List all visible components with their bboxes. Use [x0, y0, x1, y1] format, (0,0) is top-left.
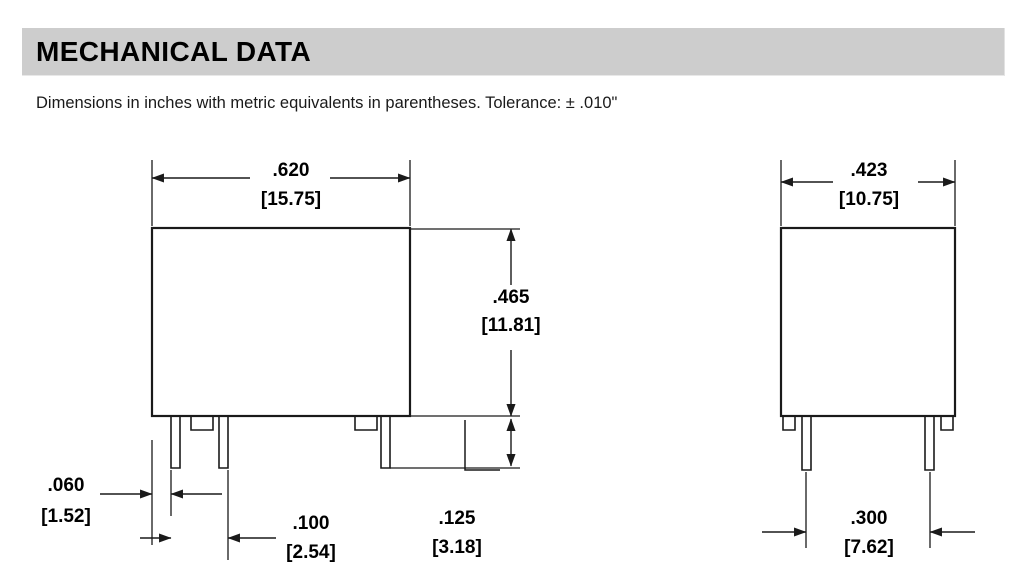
pin-pitch-inches: .100 — [293, 513, 330, 534]
side-view-tab-left — [782, 416, 796, 431]
side-view-pin-2 — [924, 416, 935, 471]
front-width-metric: [15.75] — [261, 189, 321, 210]
side-view-pin-spacing-dimension — [762, 472, 975, 548]
front-view-pin-1 — [170, 416, 181, 469]
pin-width-metric: [1.52] — [41, 506, 91, 527]
side-view-pin-1 — [801, 416, 812, 471]
front-view-height-dimension — [410, 228, 520, 417]
pin-spacing-inches: .300 — [851, 508, 888, 529]
page-title: MECHANICAL DATA — [36, 36, 312, 67]
front-view-pin-3 — [380, 416, 391, 469]
pin-width-inches: .060 — [48, 475, 85, 496]
front-view-pin-width-dimension — [100, 440, 222, 545]
pin-length-inches: .125 — [439, 508, 476, 529]
side-width-metric: [10.75] — [839, 189, 899, 210]
dimensions-note: Dimensions in inches with metric equival… — [36, 94, 618, 112]
side-view-body — [779, 226, 957, 418]
front-view-pin-length-dimension — [390, 418, 520, 471]
pin-spacing-metric: [7.62] — [844, 537, 894, 558]
front-view-geometry — [150, 226, 412, 469]
front-view-body — [150, 226, 412, 418]
front-view-width-dimension — [151, 160, 411, 226]
side-width-inches: .423 — [851, 160, 888, 181]
front-view-pin-2 — [218, 416, 229, 469]
side-view-geometry — [779, 226, 957, 471]
side-view-width-dimension — [780, 160, 956, 226]
front-height-inches: .465 — [493, 287, 530, 308]
front-width-inches: .620 — [273, 160, 310, 181]
front-view-pin-pitch-dimension — [140, 470, 276, 560]
side-view-tab-right — [940, 416, 954, 431]
front-height-metric: [11.81] — [481, 315, 540, 336]
pin-pitch-metric: [2.54] — [286, 542, 336, 563]
front-view-notch-right — [354, 416, 378, 431]
pin-length-metric: [3.18] — [432, 537, 482, 558]
section-header-bar — [22, 28, 1005, 76]
front-view-notch-left — [190, 416, 214, 431]
